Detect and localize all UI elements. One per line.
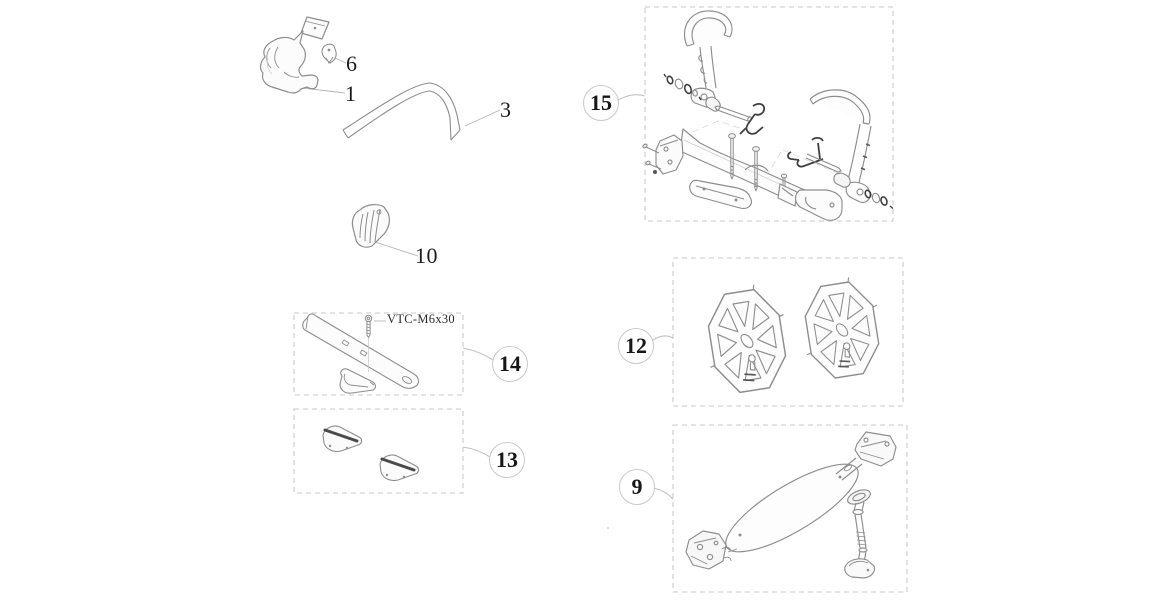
part-10-pad-drawing <box>351 204 390 248</box>
box-part-15 <box>644 6 894 222</box>
part-14-screw-drawing <box>364 314 373 372</box>
box-part-14 <box>293 312 464 396</box>
part-9-support-leg <box>844 489 876 579</box>
part-callout-9: 9 <box>619 469 655 505</box>
part-label-1: 1 <box>345 81 357 106</box>
part-callout-14: 14 <box>492 346 528 382</box>
kit-boxes <box>293 6 908 593</box>
part-15-right-arm <box>787 89 894 210</box>
part-9-platform-drawing <box>685 431 897 579</box>
box-part-13 <box>293 408 464 494</box>
part-14-rail-drawing <box>302 313 419 394</box>
part-15-center-frame <box>642 128 843 221</box>
part-label-10: 10 <box>415 243 438 268</box>
part-label-3: 3 <box>500 97 512 122</box>
part-callout-12: 12 <box>618 328 654 364</box>
part-callout-15: 15 <box>583 85 619 121</box>
part-6-clip-drawing <box>321 43 337 64</box>
label-leader-lines <box>302 56 501 322</box>
part-15-left-arm <box>663 10 765 135</box>
part-13-clips-drawing <box>321 424 421 483</box>
part-3-strap-drawing <box>342 82 461 141</box>
part-callout-13: 13 <box>489 442 525 478</box>
part-15-assembly-drawing <box>642 10 894 221</box>
part-label-6: 6 <box>346 51 358 76</box>
screw-spec-label: VTC-M6x30 <box>387 312 455 326</box>
callout-leader-lines <box>462 94 674 500</box>
part-1-bracket-drawing <box>259 16 330 94</box>
print-speck <box>607 527 609 529</box>
part-12-wheels-drawing <box>697 272 888 398</box>
box-part-9 <box>672 424 908 593</box>
